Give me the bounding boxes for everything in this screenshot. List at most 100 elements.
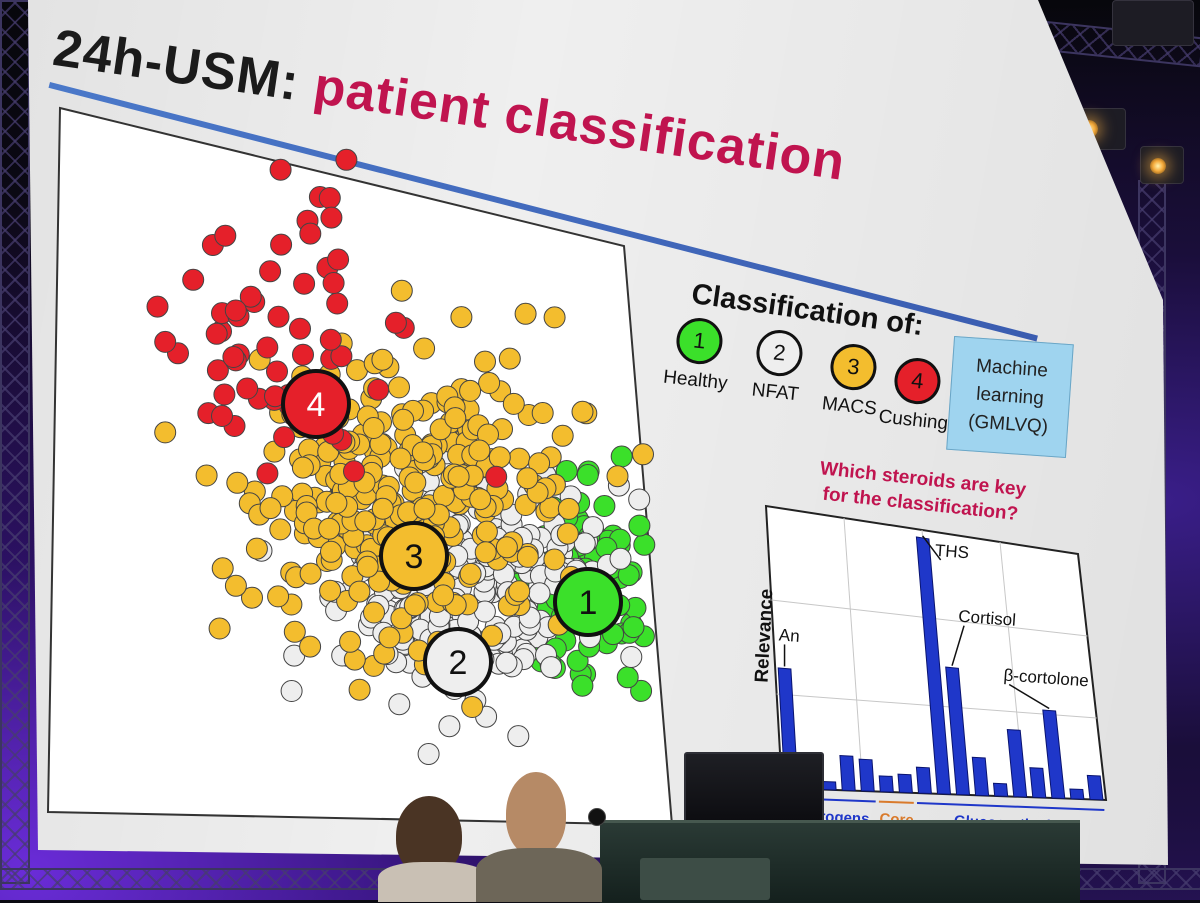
scatter-point — [390, 279, 413, 302]
scatter-point — [474, 350, 496, 373]
scatter-point — [292, 343, 314, 366]
stage-lamp-housing — [1140, 146, 1184, 184]
chart-annotation: Cortisol — [958, 607, 1017, 630]
scatter-point — [319, 579, 342, 602]
scatter-point — [280, 680, 303, 702]
scatter-point — [459, 379, 482, 402]
scatter-point — [256, 336, 279, 359]
scatter-point — [498, 347, 521, 370]
scatter-point — [371, 348, 394, 371]
scatter-point — [293, 272, 316, 295]
scatter-point — [468, 439, 491, 462]
scatter-point — [322, 272, 345, 294]
chart-bar — [1029, 767, 1047, 799]
scatter-point — [327, 248, 350, 271]
chart-y-label: Relevance — [752, 588, 778, 683]
scatter-point — [325, 492, 348, 514]
chart-bar — [1086, 774, 1104, 801]
scatter-point — [438, 715, 461, 738]
scatter-point — [390, 607, 413, 630]
scatter-point — [628, 514, 651, 537]
scatter-point — [481, 624, 503, 647]
scatter-point — [208, 617, 231, 640]
scatter-point — [557, 497, 580, 520]
scatter-point — [299, 222, 322, 245]
scatter-point — [508, 580, 531, 603]
scatter-point — [540, 656, 563, 679]
chart-bar — [839, 754, 856, 792]
scatter-point — [319, 328, 342, 351]
scatter-point — [266, 360, 288, 383]
scatter-point — [343, 460, 365, 483]
scatter-point — [348, 580, 371, 603]
scatter-point — [368, 570, 391, 593]
scatter-point — [609, 547, 632, 570]
scatter-point — [411, 441, 434, 464]
chart-gridline — [843, 517, 864, 792]
scatter-point — [289, 317, 311, 340]
scatter-point — [259, 260, 282, 283]
scatter-point — [269, 518, 292, 541]
scatter-point — [206, 359, 229, 382]
scatter-point — [478, 372, 501, 394]
scatter-point — [320, 540, 342, 563]
scatter-point — [573, 532, 596, 555]
scatter-point — [195, 464, 218, 487]
scatter-point — [444, 407, 467, 430]
scatter-point — [339, 630, 362, 653]
cluster-marker-1 — [553, 567, 623, 637]
scatter-point — [622, 616, 645, 639]
scatter-point — [267, 585, 290, 608]
scatter-point — [528, 452, 551, 475]
scatter-point — [205, 322, 228, 345]
scatter-point — [299, 635, 322, 658]
scatter-point — [576, 464, 599, 486]
scatter-point — [330, 345, 353, 368]
cluster-marker-label: 2 — [449, 644, 468, 682]
chart-bar — [971, 756, 990, 797]
scatter-point — [236, 377, 259, 400]
scatter-point — [241, 586, 263, 609]
scatter-point — [224, 299, 247, 322]
scatter-point — [630, 679, 653, 702]
scatter-point — [213, 383, 236, 406]
scatter-point — [516, 545, 539, 568]
scatter-point — [432, 584, 455, 607]
scatter-point — [384, 311, 407, 334]
scatter-point — [259, 497, 282, 520]
scatter-point — [256, 462, 279, 485]
scatter-point — [469, 488, 492, 511]
scatter-point — [531, 402, 554, 424]
scatter-point — [245, 537, 268, 560]
scatter-point — [450, 306, 473, 329]
scatter-point — [502, 392, 525, 415]
scatter-point — [388, 693, 411, 716]
scatter-point — [403, 594, 426, 617]
scatter-point — [404, 471, 427, 494]
scatter-point — [459, 562, 482, 585]
scatter-point — [267, 305, 290, 328]
stage-lamp-housing — [1112, 0, 1194, 46]
chart-bar — [1069, 788, 1085, 800]
scatter-point — [551, 424, 574, 447]
microphone — [588, 808, 606, 826]
scatter-point — [348, 678, 371, 701]
scatter-point — [354, 510, 377, 533]
cluster-marker-2 — [423, 627, 493, 697]
scatter-point — [378, 626, 401, 649]
cluster-marker-4 — [281, 369, 351, 439]
scatter-point — [211, 557, 234, 580]
scatter-point — [543, 306, 566, 329]
scatter-point — [495, 536, 518, 559]
scatter-point — [335, 148, 358, 171]
scatter-point — [556, 522, 579, 545]
scatter-point — [356, 555, 379, 578]
scatter-point — [363, 601, 385, 624]
cluster-marker-3 — [379, 521, 449, 591]
scatter-point — [543, 548, 566, 571]
person-body — [378, 862, 488, 902]
chart-bar — [945, 666, 971, 796]
chart-bar — [915, 536, 952, 795]
